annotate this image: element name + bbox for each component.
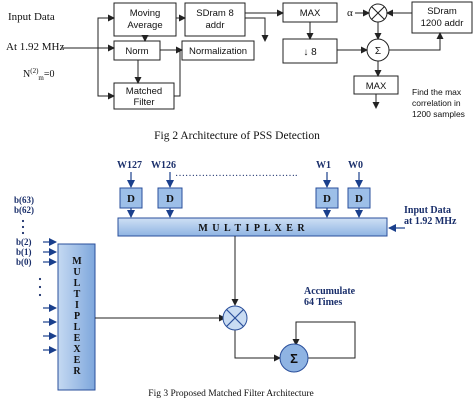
vmux-letter: I bbox=[75, 300, 79, 311]
accumulate-label-2: 64 Times bbox=[304, 297, 342, 308]
fig3-diagram: W127 W126 W1 W0 ………………………………. D D D D bbox=[14, 160, 457, 399]
weight-ellipsis: ………………………………. bbox=[175, 168, 298, 179]
matched-filter-label-2: Filter bbox=[133, 97, 154, 108]
fig2-text: Input Data At 1.92 MHz N(2)m=0 Moving Av… bbox=[6, 6, 465, 142]
vmux-letter: X bbox=[73, 344, 81, 355]
vmux-letter: E bbox=[74, 355, 81, 366]
sum-label-fig2: Σ bbox=[375, 46, 381, 57]
fig2-n-init-label: N(2)m=0 bbox=[23, 67, 55, 82]
moving-average-block bbox=[113, 2, 177, 37]
fig2-note-1: Find the max bbox=[412, 87, 462, 97]
downsample-block bbox=[282, 38, 338, 64]
fig2-diagram bbox=[62, 1, 473, 110]
sdram1200-label-2: 1200 addr bbox=[421, 18, 464, 29]
vmux-letter: L bbox=[74, 322, 81, 333]
moving-average-label-1: Moving bbox=[130, 8, 161, 19]
sdram1200-label-1: SDram bbox=[427, 6, 457, 17]
delay-label-w1: D bbox=[323, 193, 331, 205]
accumulate-label-1: Accumulate bbox=[304, 286, 356, 297]
sdram8-label-1: SDram 8 bbox=[196, 8, 233, 19]
fig2-note-3: 1200 samples bbox=[412, 109, 465, 119]
horizontal-multiplexer bbox=[117, 217, 388, 237]
vmux-letter: T bbox=[74, 289, 81, 300]
accumulator-sum-label: Σ bbox=[290, 351, 298, 366]
vmux-letter: E bbox=[74, 333, 81, 344]
fig3-input-label-1: Input Data bbox=[404, 205, 451, 216]
alpha-label: α bbox=[347, 7, 353, 19]
downsample-label: ↓ 8 bbox=[303, 47, 317, 58]
weight-label-w1: W1 bbox=[316, 160, 331, 171]
vmux-letter: M bbox=[72, 256, 82, 267]
weight-label-w0: W0 bbox=[348, 160, 363, 171]
fig2-note-2: correlation in bbox=[412, 98, 461, 108]
fig3-caption: Fig 3 Proposed Matched Filter Architectu… bbox=[148, 389, 313, 399]
sdram8-block bbox=[184, 2, 246, 37]
max-top-label: MAX bbox=[300, 8, 321, 19]
vertical-multiplexer bbox=[57, 243, 96, 391]
horizontal-multiplexer-label: M U L T I P L X E R bbox=[198, 223, 305, 234]
fig2-input-data-label: Input Data bbox=[8, 11, 55, 23]
moving-average-label-2: Average bbox=[127, 20, 162, 31]
delay-label-w127: D bbox=[127, 193, 135, 205]
vmux-letter: P bbox=[74, 311, 80, 322]
fig3-input-label-2: at 1.92 MHz bbox=[404, 216, 457, 227]
bit-label-b0: b(0) bbox=[16, 257, 32, 267]
accumulator-sum-node bbox=[279, 343, 309, 373]
bit-label-b63: b(63) bbox=[14, 195, 34, 205]
vmux-letter: R bbox=[73, 366, 81, 377]
weight-label-w126: W126 bbox=[151, 160, 176, 171]
delay-label-w0: D bbox=[355, 193, 363, 205]
weight-label-w127: W127 bbox=[117, 160, 142, 171]
bit-label-b1: b(1) bbox=[16, 247, 32, 257]
vmux-letter: L bbox=[74, 278, 81, 289]
vertical-multiplexer-label: M U L T I P L E X E R bbox=[72, 256, 82, 377]
normalization-label: Normalization bbox=[189, 46, 247, 57]
matched-filter-label-1: Matched bbox=[126, 86, 162, 97]
vmux-letter: U bbox=[73, 267, 80, 278]
bit-label-b2: b(2) bbox=[16, 237, 32, 247]
delay-label-w126: D bbox=[166, 193, 174, 205]
sdram1200-block bbox=[411, 1, 473, 34]
norm-label: Norm bbox=[125, 46, 148, 57]
fig2-caption: Fig 2 Architecture of PSS Detection bbox=[154, 130, 320, 142]
bit-label-b62: b(62) bbox=[14, 205, 34, 215]
max-bottom-label: MAX bbox=[366, 81, 387, 92]
sdram8-label-2: addr bbox=[205, 20, 224, 31]
fig2-input-rate-label: At 1.92 MHz bbox=[6, 41, 64, 53]
